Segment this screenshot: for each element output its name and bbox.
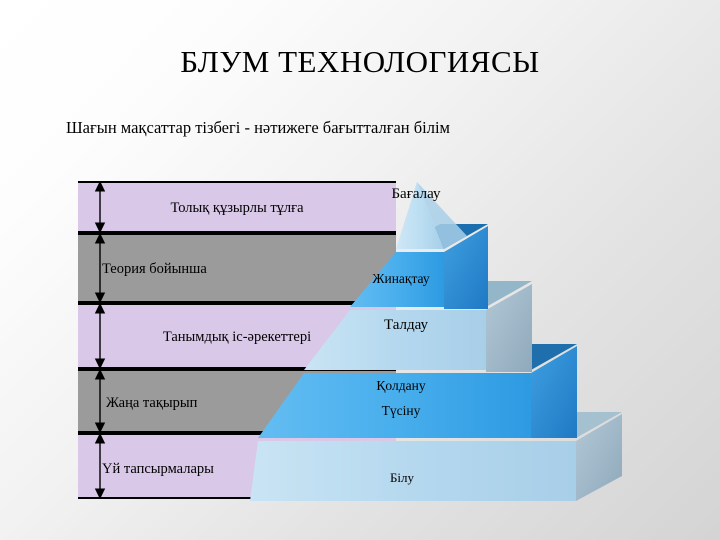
measurement-arrow-column — [94, 181, 106, 499]
stage-row-3-label: Танымдық іс-әрекеттері — [162, 329, 312, 345]
stage-row-1-bottom-border — [78, 231, 396, 233]
bloom-pyramid — [250, 182, 622, 501]
stage-row-2-top-border — [78, 233, 396, 235]
pyramid-level-taldau-face — [304, 310, 486, 370]
stage-row-4-bottom-border — [78, 431, 396, 433]
page-subtitle: Шағын мақсаттар тізбегі - нәтижеге бағыт… — [66, 118, 450, 137]
stage-row-5-label: Үй тапсырмалары — [102, 461, 214, 477]
pyramid-level-koldanu-side — [531, 346, 577, 438]
page-title: БЛУМ ТЕХНОЛОГИЯСЫ — [180, 44, 540, 79]
stage-row-1[interactable]: Толық құзырлы тұлға — [78, 181, 396, 233]
pyramid-level-koldanu-face — [258, 373, 531, 438]
stage-row-1-fill — [78, 181, 396, 233]
pyramid-level-zhinaqtau-face — [350, 252, 444, 307]
pyramid-label-koldanu: Қолдану — [376, 378, 426, 393]
pyramid-label-tusinu: Түсіну — [381, 403, 421, 418]
stage-row-5-bottom-border — [78, 497, 396, 499]
stage-row-4-label: Жаңа тақырып — [106, 395, 198, 411]
pyramid-level-bagalau-apex — [396, 182, 444, 249]
pyramid-level-bagalau-apex-right — [417, 182, 467, 249]
pyramid-label-zhinaqtau: Жинақтау — [372, 271, 430, 286]
stage-row-2[interactable]: Теория бойынша — [78, 233, 396, 303]
pyramid-level-bagalau — [396, 182, 467, 249]
pyramid-level-bilu-face — [250, 441, 576, 501]
pyramid-level-taldau-side — [486, 284, 532, 372]
pyramid-label-taldau: Талдау — [383, 317, 429, 333]
stage-row-4-top-border — [78, 369, 396, 371]
pyramid-level-bilu-side — [576, 414, 622, 501]
stage-row-2-bottom-border — [78, 301, 396, 303]
stage-row-1-top-border — [78, 181, 396, 183]
double-arrow-icon — [94, 181, 106, 499]
pyramid-label-bagalau: Бағалау — [391, 186, 441, 202]
stage-row-3-top-border — [78, 303, 396, 305]
pyramid-label-bilu: Білу — [389, 470, 415, 485]
stage-row-5-top-border — [78, 433, 396, 435]
stage-row-2-label: Теория бойынша — [102, 261, 207, 277]
stage-row-1-label: Толық құзырлы тұлға — [170, 200, 304, 216]
pyramid-level-zhinaqtau-side — [444, 226, 488, 309]
stage-row-3-bottom-border — [78, 367, 396, 369]
stage-row-2-fill — [78, 233, 396, 303]
